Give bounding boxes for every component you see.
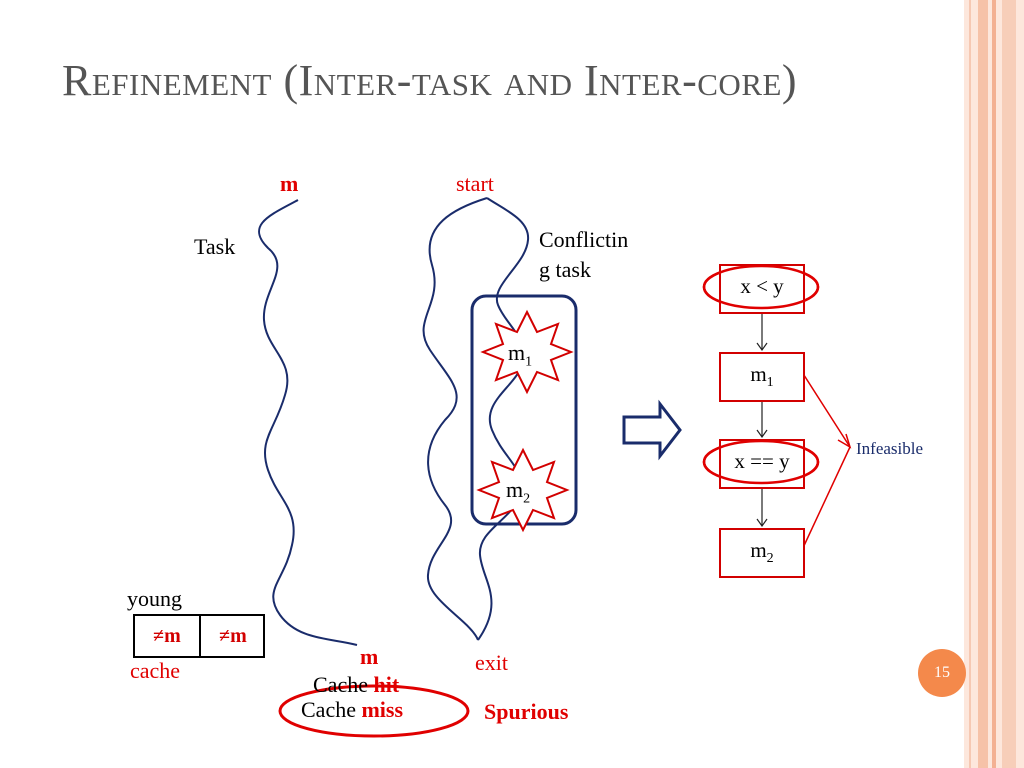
conflicting-task-label-line2: g task	[539, 257, 591, 282]
cache-miss-label: Cache miss	[301, 697, 404, 722]
decorative-stripes	[964, 0, 1024, 768]
infeasible-label: Infeasible	[856, 439, 924, 458]
task-top-m-label: m	[280, 171, 299, 196]
spurious-label: Spurious	[484, 699, 569, 724]
infeasible-line-1	[801, 371, 851, 448]
page-number-badge: 15	[918, 649, 966, 697]
highlight-ellipse-cache-miss	[278, 684, 470, 738]
exit-label: exit	[475, 650, 508, 675]
refinement-arrow-icon	[622, 399, 682, 461]
infeasible-line-2	[801, 446, 851, 551]
young-label: young	[127, 586, 182, 611]
cache-label: cache	[130, 658, 181, 683]
cfg-node-m2: m2	[719, 528, 805, 578]
task-label: Task	[194, 234, 236, 259]
cfg-node-x-eq-y: x == y	[719, 439, 805, 489]
conflict-path-right	[477, 197, 530, 641]
star-m1	[480, 309, 574, 395]
conflict-path-left	[422, 197, 488, 641]
cache-cell-2: ≠m	[219, 625, 247, 647]
star-m2-label: m2	[506, 477, 531, 507]
slide-title: Refinement (Inter-task and Inter-core)	[62, 56, 798, 105]
task-bottom-m-label: m	[360, 644, 379, 669]
star-m2	[476, 447, 570, 533]
cfg-node-m1: m1	[719, 352, 805, 402]
start-label: start	[456, 171, 494, 196]
task-path	[258, 199, 358, 646]
cfg-node-x-lt-y: x < y	[719, 264, 805, 314]
conflicting-task-label-line1: Conflictin	[539, 227, 629, 252]
star-m1-label: m1	[508, 340, 533, 370]
cache-cell-1: ≠m	[153, 625, 181, 647]
cache-hit-label: Cache hit	[313, 672, 400, 697]
